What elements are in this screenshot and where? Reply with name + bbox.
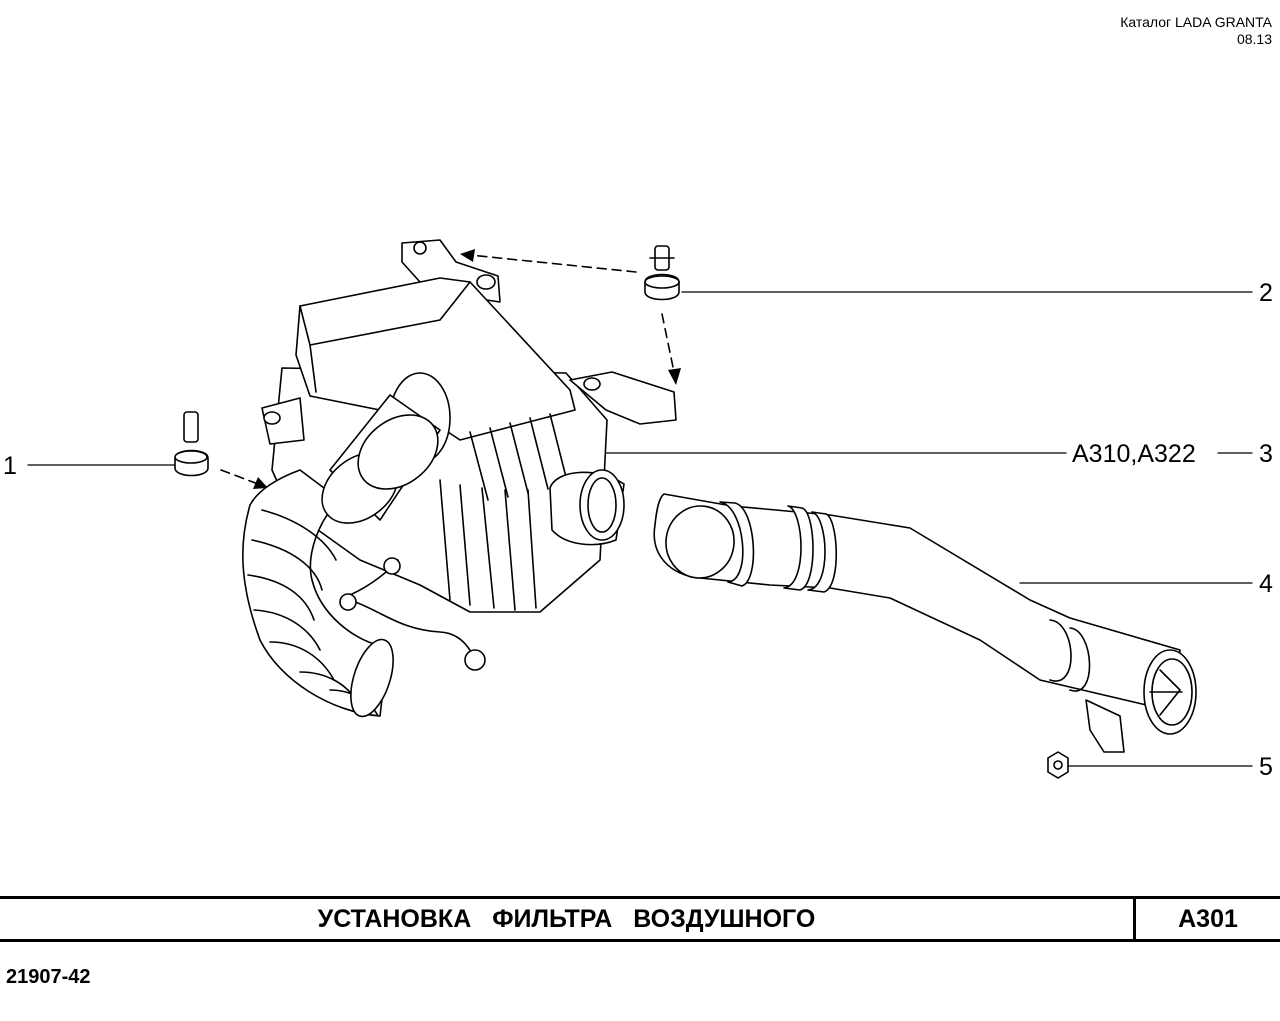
callout-3-part-codes: A310,A322 bbox=[1072, 440, 1196, 468]
title-divider bbox=[1133, 899, 1136, 939]
section-code: A301 bbox=[1178, 905, 1238, 933]
part-4-intake-pipe bbox=[653, 493, 1197, 753]
catalog-date: 08.13 bbox=[1236, 31, 1272, 47]
title-block: УСТАНОВКА ФИЛЬТРА ВОЗДУШНОГО A301 bbox=[0, 896, 1280, 942]
callout-3: 3 bbox=[1259, 440, 1273, 468]
catalog-header: Каталог LADA GRANTA bbox=[1120, 14, 1272, 30]
part-5-nut bbox=[1047, 751, 1069, 779]
part-3-intake-hose bbox=[242, 414, 486, 718]
part-2-screw bbox=[644, 245, 680, 301]
drawing-number: 21907-42 bbox=[6, 966, 91, 988]
arrow-heads bbox=[253, 249, 681, 489]
part-3-air-filter bbox=[261, 239, 677, 613]
callout-1: 1 bbox=[3, 452, 17, 480]
part-1-screw bbox=[174, 411, 209, 477]
page-title: УСТАНОВКА ФИЛЬТРА ВОЗДУШНОГО bbox=[317, 905, 816, 933]
callout-5: 5 bbox=[1259, 753, 1273, 781]
leader-lines bbox=[27, 291, 1253, 767]
assembly-arrows bbox=[220, 254, 675, 485]
callout-4: 4 bbox=[1259, 570, 1273, 598]
assembly-drawing bbox=[27, 239, 1253, 779]
callout-2: 2 bbox=[1259, 279, 1273, 307]
